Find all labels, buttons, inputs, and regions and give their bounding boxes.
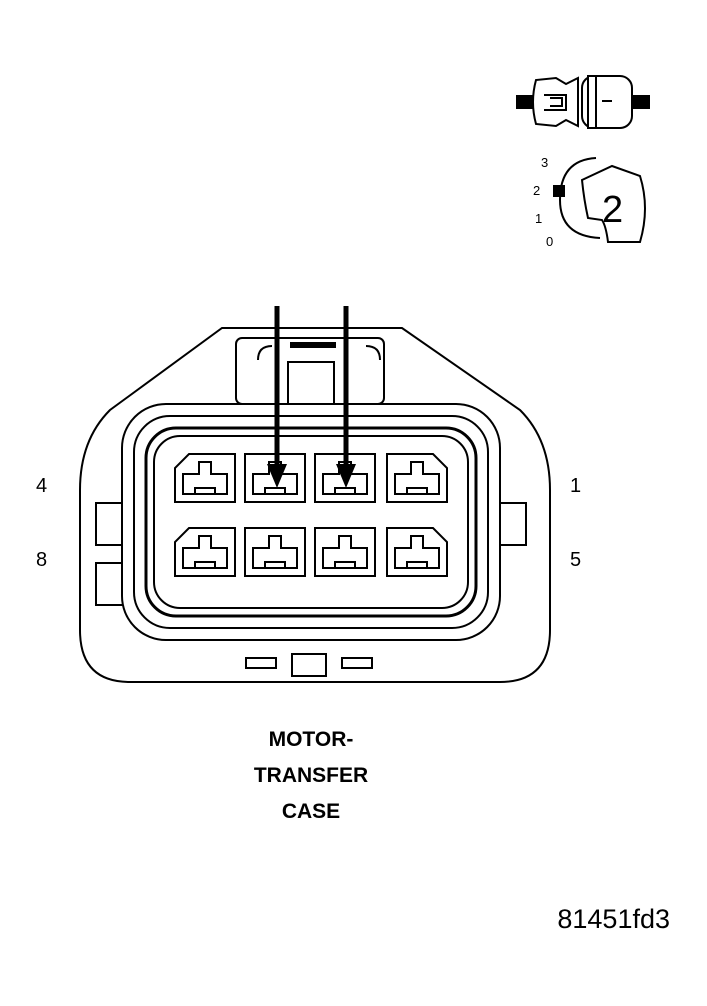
lock-position-0: 0 bbox=[546, 234, 553, 249]
probe-arrows bbox=[267, 306, 356, 488]
caption-line-1: MOTOR- bbox=[269, 728, 354, 751]
connector-cavity bbox=[314, 527, 376, 577]
pin-label-8: 8 bbox=[36, 549, 47, 571]
connector-housing-outline bbox=[79, 327, 551, 683]
side-tab-right bbox=[497, 502, 527, 546]
down-arrow-icon bbox=[336, 306, 356, 488]
lock-position-1: 1 bbox=[535, 211, 542, 226]
lock-selected-number: 2 bbox=[602, 189, 623, 231]
connector-cavity bbox=[174, 453, 236, 503]
pin-label-1: 1 bbox=[570, 475, 581, 497]
side-tab-left-bottom bbox=[95, 562, 125, 606]
lock-position-2: 2 bbox=[533, 183, 540, 198]
lock-position-3: 3 bbox=[541, 155, 548, 170]
caption-line-2: TRANSFER bbox=[254, 764, 368, 787]
caption-line-3: CASE bbox=[282, 800, 340, 823]
connector-cavity bbox=[244, 527, 306, 577]
bottom-key-center bbox=[291, 653, 327, 677]
connector-cavity bbox=[386, 453, 448, 503]
connector-cavity bbox=[174, 527, 236, 577]
bottom-key-right bbox=[341, 657, 373, 669]
down-arrow-icon bbox=[267, 306, 287, 488]
lock-position-dial-icon: 3 2 1 0 2 bbox=[533, 155, 646, 249]
pin-label-4: 4 bbox=[36, 475, 47, 497]
bottom-key-left bbox=[245, 657, 277, 669]
connector-side-view-icon bbox=[516, 75, 650, 129]
figure-id: 81451fd3 bbox=[557, 904, 670, 934]
connector-cavity bbox=[386, 527, 448, 577]
side-tab-left-top bbox=[95, 502, 125, 546]
pin-label-5: 5 bbox=[570, 549, 581, 571]
connector-face bbox=[79, 327, 551, 683]
connector-shroud-outer bbox=[121, 403, 501, 641]
